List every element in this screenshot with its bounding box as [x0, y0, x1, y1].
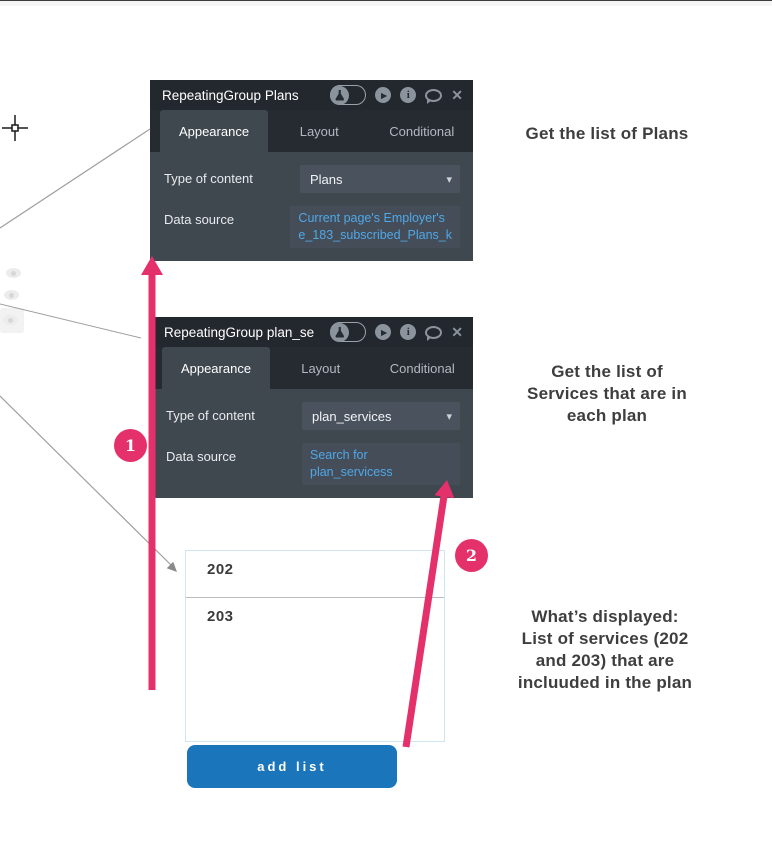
field-label: Data source [166, 449, 237, 464]
tab-appearance[interactable]: Appearance [162, 347, 270, 389]
panel-tabbar: Appearance Layout Conditional [152, 347, 473, 389]
panel-header[interactable]: RepeatingGroup Plans ▶ i ✕ [150, 80, 473, 110]
comment-icon[interactable] [425, 325, 443, 341]
connector-line-to-panel1 [0, 128, 151, 229]
field-label: Data source [164, 212, 235, 227]
properties-panel-plan-services: RepeatingGroup plan_se ▶ i ✕ Appearance … [152, 317, 473, 498]
panel-title: RepeatingGroup plan_se [164, 324, 315, 340]
flask-icon [330, 85, 350, 105]
type-of-content-dropdown[interactable]: plan_services ▾ [302, 402, 460, 430]
chevron-down-icon: ▾ [446, 410, 452, 423]
field-row-type-of-content: Type of content plan_services ▾ [166, 402, 460, 430]
repeating-group-preview[interactable]: 202 203 [185, 550, 445, 742]
data-source-value[interactable]: Current page's Employer's e_183_subscrib… [290, 206, 460, 248]
dropdown-value: Plans [310, 171, 343, 187]
dropdown-value: plan_services [312, 408, 392, 424]
close-icon[interactable]: ✕ [451, 87, 463, 103]
field-row-data-source: Data source Search for plan_servicess [166, 443, 460, 485]
tab-layout[interactable]: Layout [299, 123, 339, 139]
eye-icon[interactable] [4, 290, 19, 300]
annotation-get-services: Get the list of Services that are in eac… [527, 362, 687, 425]
panel-tabbar: Appearance Layout Conditional [150, 110, 473, 152]
eye-icon[interactable] [6, 268, 21, 278]
top-strip [0, 0, 772, 6]
connector-line-to-listbox [0, 395, 172, 566]
field-row-data-source: Data source Current page's Employer's e_… [164, 206, 460, 248]
chevron-down-icon: ▾ [446, 173, 452, 186]
list-item[interactable]: 203 [207, 608, 234, 625]
data-source-value[interactable]: Search for plan_servicess [302, 443, 460, 485]
tab-conditional[interactable]: Conditional [389, 360, 455, 376]
field-label: Type of content [164, 171, 253, 186]
tab-appearance[interactable]: Appearance [160, 110, 268, 152]
panel-header[interactable]: RepeatingGroup plan_se ▶ i ✕ [152, 317, 473, 347]
play-icon[interactable]: ▶ [375, 324, 392, 340]
field-row-type-of-content: Type of content Plans ▾ [164, 165, 460, 193]
panel-header-icons: ▶ i ✕ [330, 322, 463, 342]
eye-icon[interactable] [3, 315, 18, 325]
list-item[interactable]: 202 [186, 551, 444, 598]
panel-body: Type of content plan_services ▾ Data sou… [152, 389, 473, 498]
close-icon[interactable]: ✕ [451, 324, 463, 340]
tab-conditional[interactable]: Conditional [389, 123, 455, 139]
step-badge-1: 1 [114, 429, 147, 462]
comment-icon[interactable] [425, 88, 443, 104]
info-icon[interactable]: i [400, 87, 417, 103]
panel-header-icons: ▶ i ✕ [330, 85, 463, 105]
panel-body: Type of content Plans ▾ Data source Curr… [150, 152, 473, 261]
debug-toggle[interactable] [330, 85, 367, 105]
tab-layout[interactable]: Layout [301, 360, 341, 376]
panel-title: RepeatingGroup Plans [162, 87, 299, 103]
field-label: Type of content [166, 408, 255, 423]
crosshair-icon [2, 115, 28, 141]
annotation-get-plans: Get the list of Plans [525, 124, 689, 143]
debug-toggle[interactable] [330, 322, 367, 342]
flask-icon [330, 322, 350, 342]
properties-panel-plans: RepeatingGroup Plans ▶ i ✕ Appearance La… [150, 80, 473, 261]
connector-arrowhead [166, 561, 177, 572]
play-icon[interactable]: ▶ [375, 87, 392, 103]
info-icon[interactable]: i [400, 324, 417, 340]
type-of-content-dropdown[interactable]: Plans ▾ [300, 165, 460, 193]
step-badge-2: 2 [455, 539, 488, 572]
add-list-button[interactable]: add list [187, 745, 397, 788]
annotation-whats-displayed: What’s displayed: List of services (202 … [517, 607, 693, 692]
